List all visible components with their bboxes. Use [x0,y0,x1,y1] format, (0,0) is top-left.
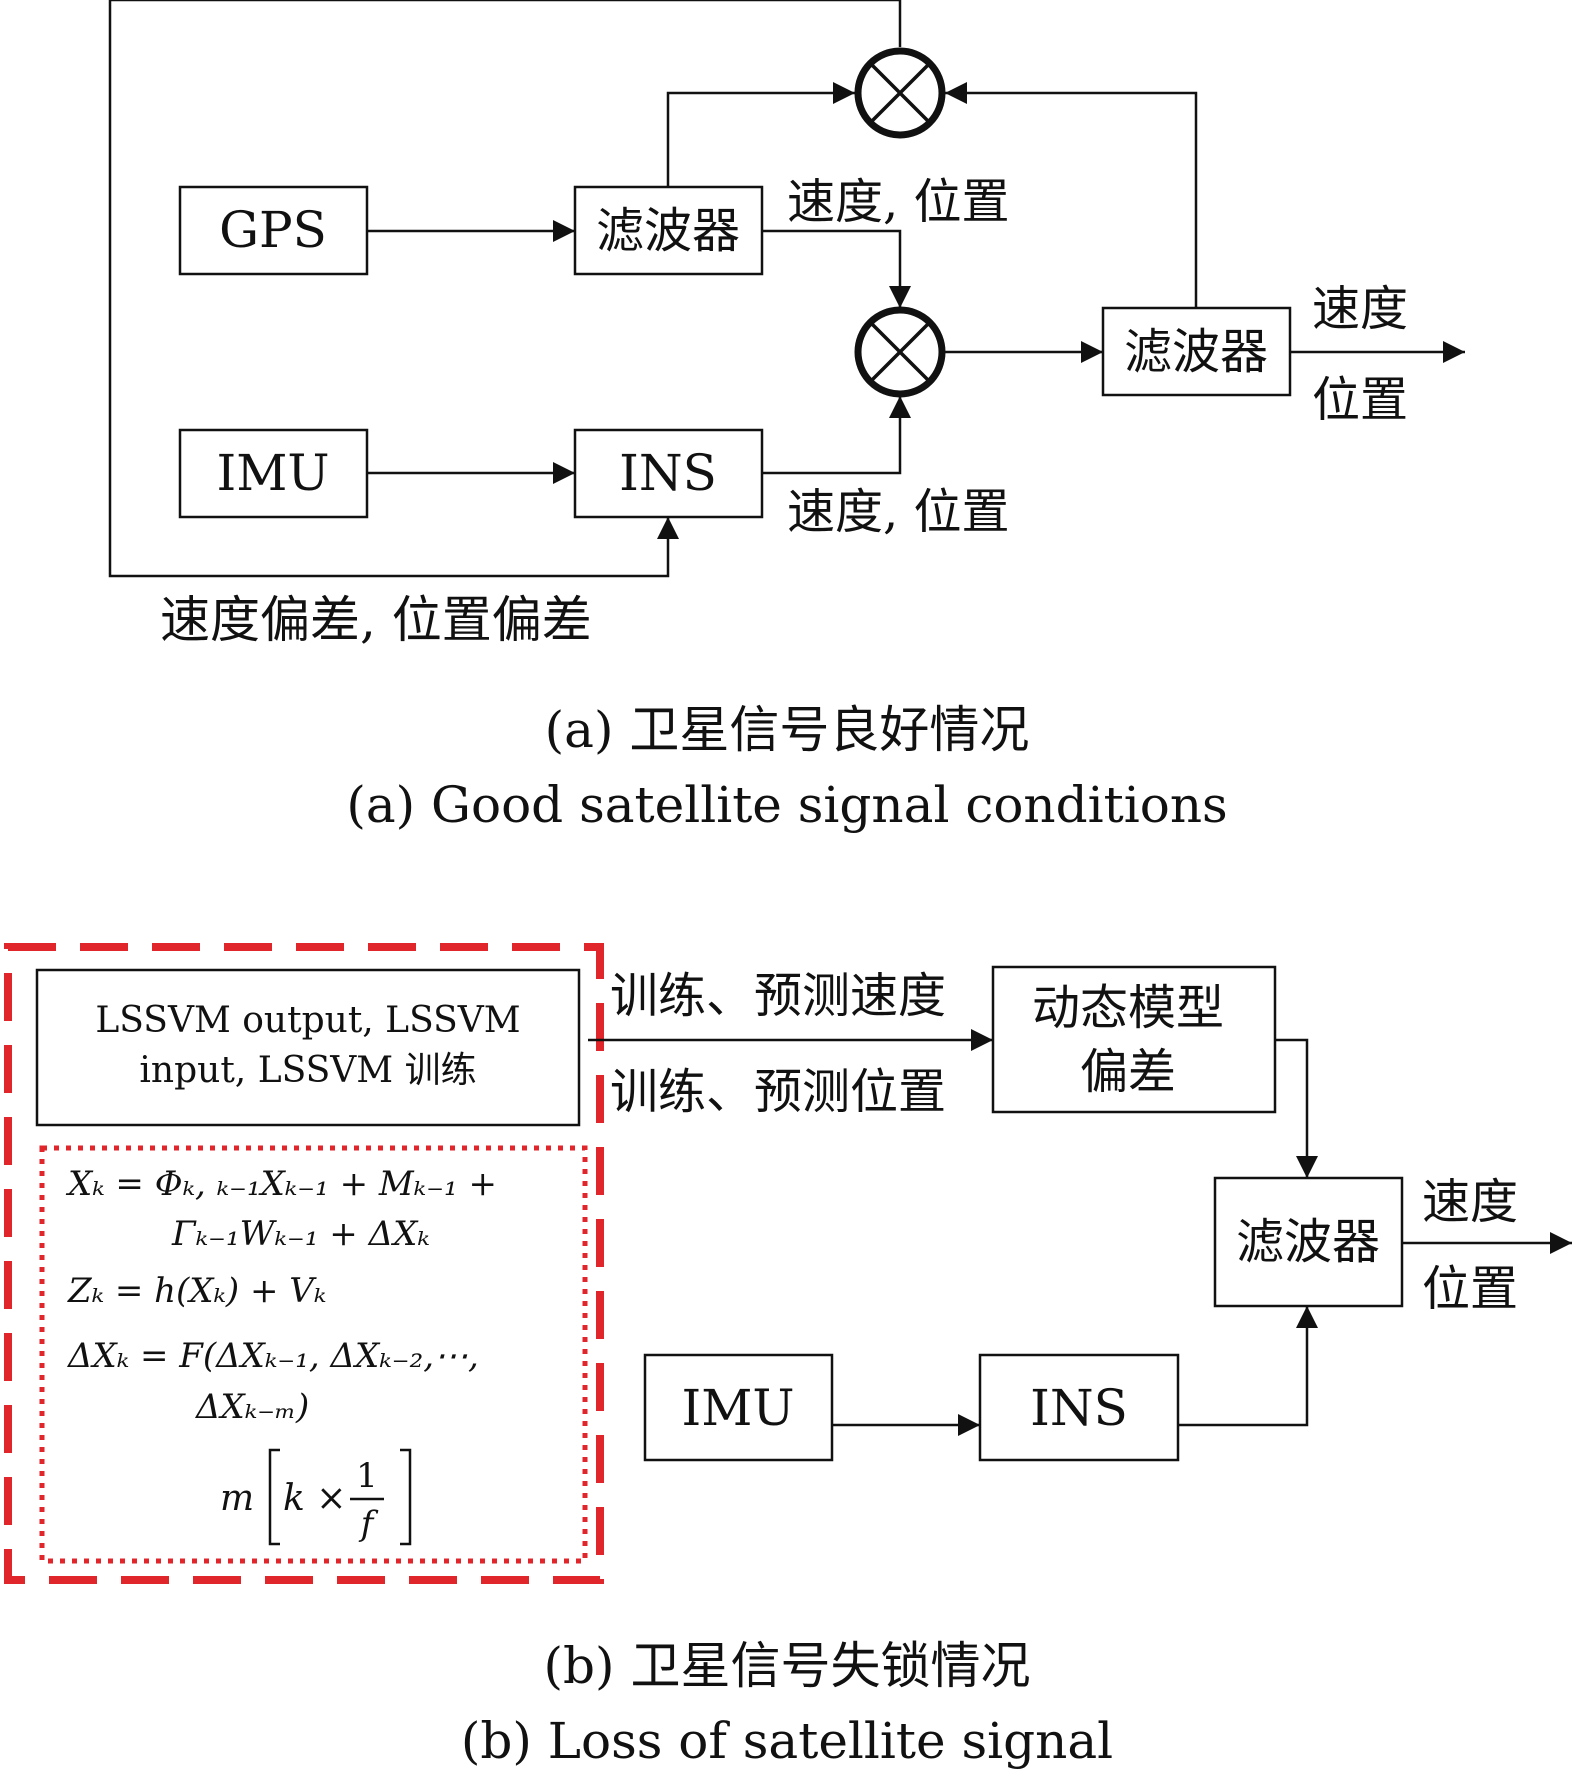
ins-label: INS [619,444,717,502]
feedback-loop-arrow [108,0,900,578]
equations-dotted-region [39,1145,588,1564]
panel-a: GPS 滤波器 速度, 位置 滤波器 速度 位置 [108,0,1465,834]
out-b-pos-label: 位置 [1422,1261,1518,1317]
eq4-left-bracket [268,1448,280,1546]
filter-b-box [1213,1176,1404,1308]
gps-label: GPS [219,201,327,259]
filter2-label: 滤波器 [1124,324,1268,380]
imu-b-box [643,1353,834,1462]
eq4-num: 1 [356,1456,378,1496]
panel-b: LSSVM output, LSSVM input, LSSVM 训练 Xₖ =… [4,943,1572,1770]
ins-box [573,428,764,519]
out-pos-label: 位置 [1312,372,1408,428]
filter1-to-top-mixer-arrow [666,82,855,187]
caption-b-en: (b) Loss of satellite signal [461,1712,1113,1770]
imu-box [178,428,369,519]
lssvm-line2: input, LSSVM 训练 [139,1050,476,1091]
eq4: m k × 1 f [220,1448,412,1546]
train-pos-label: 训练、预测位置 [610,1064,946,1120]
eq1-line2: Γₖ₋₁Wₖ₋₁ + ΔXₖ [171,1214,430,1254]
filter2-to-top-mixer-arrow [945,82,1198,308]
mid-mixer [854,306,946,398]
eq4-m: m [220,1478,254,1519]
eq4-right-bracket [400,1448,412,1546]
train-vel-label: 训练、预测速度 [610,968,946,1024]
out-b-vel-label: 速度 [1422,1174,1518,1230]
filter1-box [573,185,764,276]
ins-to-mid-mixer-arrow [762,396,911,475]
vel-pos-lower-label: 速度, 位置 [787,484,1010,540]
imu-label: IMU [216,444,329,502]
lssvm-line1: LSSVM output, LSSVM [95,1000,520,1041]
dyn-line2: 偏差 [1080,1044,1176,1100]
caption-a-en: (a) Good satellite signal conditions [346,776,1227,834]
ins-b-box [978,1353,1180,1462]
dyn-line1: 动态模型 [1032,980,1224,1036]
caption-a-cn: (a) 卫星信号良好情况 [545,701,1030,759]
caption-b-cn: (b) 卫星信号失锁情况 [544,1637,1031,1695]
eq4-k: k × [283,1478,346,1519]
eq3-line1: ΔXₖ = F(ΔXₖ₋₁, ΔXₖ₋₂,⋯, [66,1336,479,1376]
lssvm-dashed-region [4,943,604,1584]
vel-pos-upper-label: 速度, 位置 [787,174,1010,230]
feedback-label: 速度偏差, 位置偏差 [160,591,592,649]
dynamic-to-filter-arrow [1275,1038,1318,1178]
filter-b-label: 滤波器 [1236,1214,1380,1270]
lssvm-box [35,968,581,1127]
ins-b-to-filter-arrow [1178,1306,1318,1427]
filter1-to-mid-mixer-arrow [762,229,911,308]
eq1-line1: Xₖ = Φₖ, ₖ₋₁Xₖ₋₁ + Mₖ₋₁ + [65,1164,497,1204]
top-mixer [854,47,946,139]
ins-b-label: INS [1030,1379,1128,1437]
eq3-line2: ΔXₖ₋ₘ) [194,1387,309,1427]
imu-b-label: IMU [681,1379,794,1437]
filter1-label: 滤波器 [596,203,740,259]
eq4-den: f [358,1504,379,1544]
out-vel-label: 速度 [1312,281,1408,337]
eq2: Zₖ = h(Xₖ) + Vₖ [67,1271,326,1311]
